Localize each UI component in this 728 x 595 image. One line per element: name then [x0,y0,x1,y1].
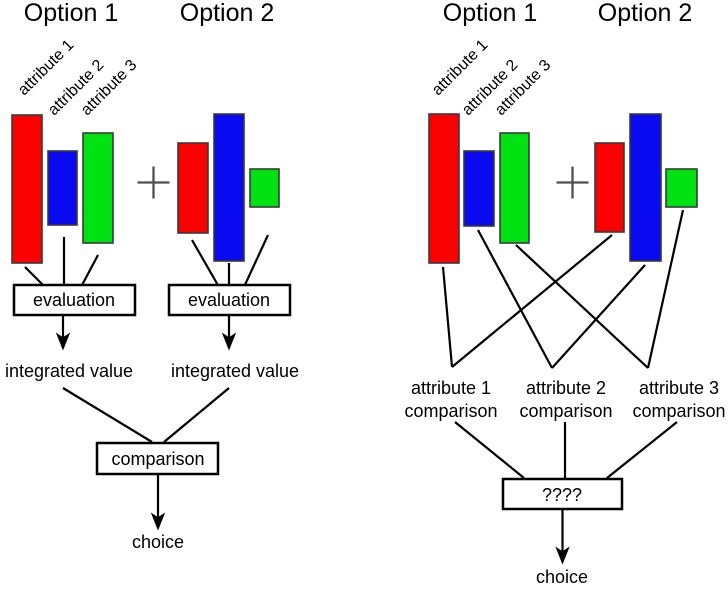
evaluation-box-label-option2: evaluation [187,290,271,310]
connector-line [163,387,230,443]
connector-line [646,209,685,369]
integration-box [501,477,624,511]
attribute2-comparison-label: attribute 2 comparison [519,377,612,423]
right-option2-title: Option 2 [597,0,693,27]
attribute2-comparison-line2: comparison [519,401,613,421]
connector-line [606,421,678,479]
right-option1-attribute2-bar [463,150,495,227]
right-option2-attribute1-bar [594,142,625,233]
option-wise-model [11,113,292,531]
left-option1-attribute3-bar [82,132,114,244]
connector-line [243,234,269,288]
left-option2-title: Option 2 [179,0,275,27]
comparison-box-label: comparison [111,449,205,469]
attribute3-comparison-line2: comparison [632,401,726,421]
integration-box-label: ???? [541,485,583,505]
connector-line [515,244,649,369]
connector-line [80,254,99,288]
connector-line [551,264,646,369]
attribute3-comparison-label: attribute 3 comparison [632,377,725,423]
right-option2-attribute3-bar [665,168,698,208]
right-option1-title: Option 1 [442,0,538,27]
left-option1-attribute1-bar [11,114,43,264]
evaluation-box-option1 [12,283,137,317]
comparison-box [95,441,220,476]
integrated-value-label-option2: integrated value [170,361,300,381]
attribute1-comparison-line1: attribute 1 [410,378,492,398]
connector-line [477,229,553,369]
left-option2-attribute1-bar [177,142,209,234]
right-option1-attribute3-bar [499,132,530,244]
connector-line [441,266,454,368]
right-option2-attribute2-bar [629,113,662,262]
evaluation-box-option2 [167,283,292,317]
attribute2-comparison-line1: attribute 2 [525,378,607,398]
attribute1-comparison-label: attribute 1 comparison [404,377,497,423]
connector-line [191,239,220,288]
attribute3-comparison-line1: attribute 3 [638,378,720,398]
attribute1-comparison-line2: comparison [404,401,498,421]
left-option1-title: Option 1 [23,0,119,27]
connector-line [24,266,46,288]
connector-line [451,234,613,368]
right-option1-attribute1-bar [428,113,460,264]
plus-icon [556,166,589,199]
integrated-value-label-option1: integrated value [4,361,134,381]
connector-line [62,387,153,443]
attribute-wise-model [428,113,698,565]
evaluation-box-label-option1: evaluation [32,290,116,310]
right-choice-label: choice [535,567,589,587]
left-option2-attribute3-bar [249,168,280,208]
left-option2-attribute2-bar [213,113,245,262]
plus-icon [137,166,170,199]
left-option1-attribute2-bar [47,150,78,226]
connector-line [454,421,525,479]
left-choice-label: choice [131,532,185,552]
